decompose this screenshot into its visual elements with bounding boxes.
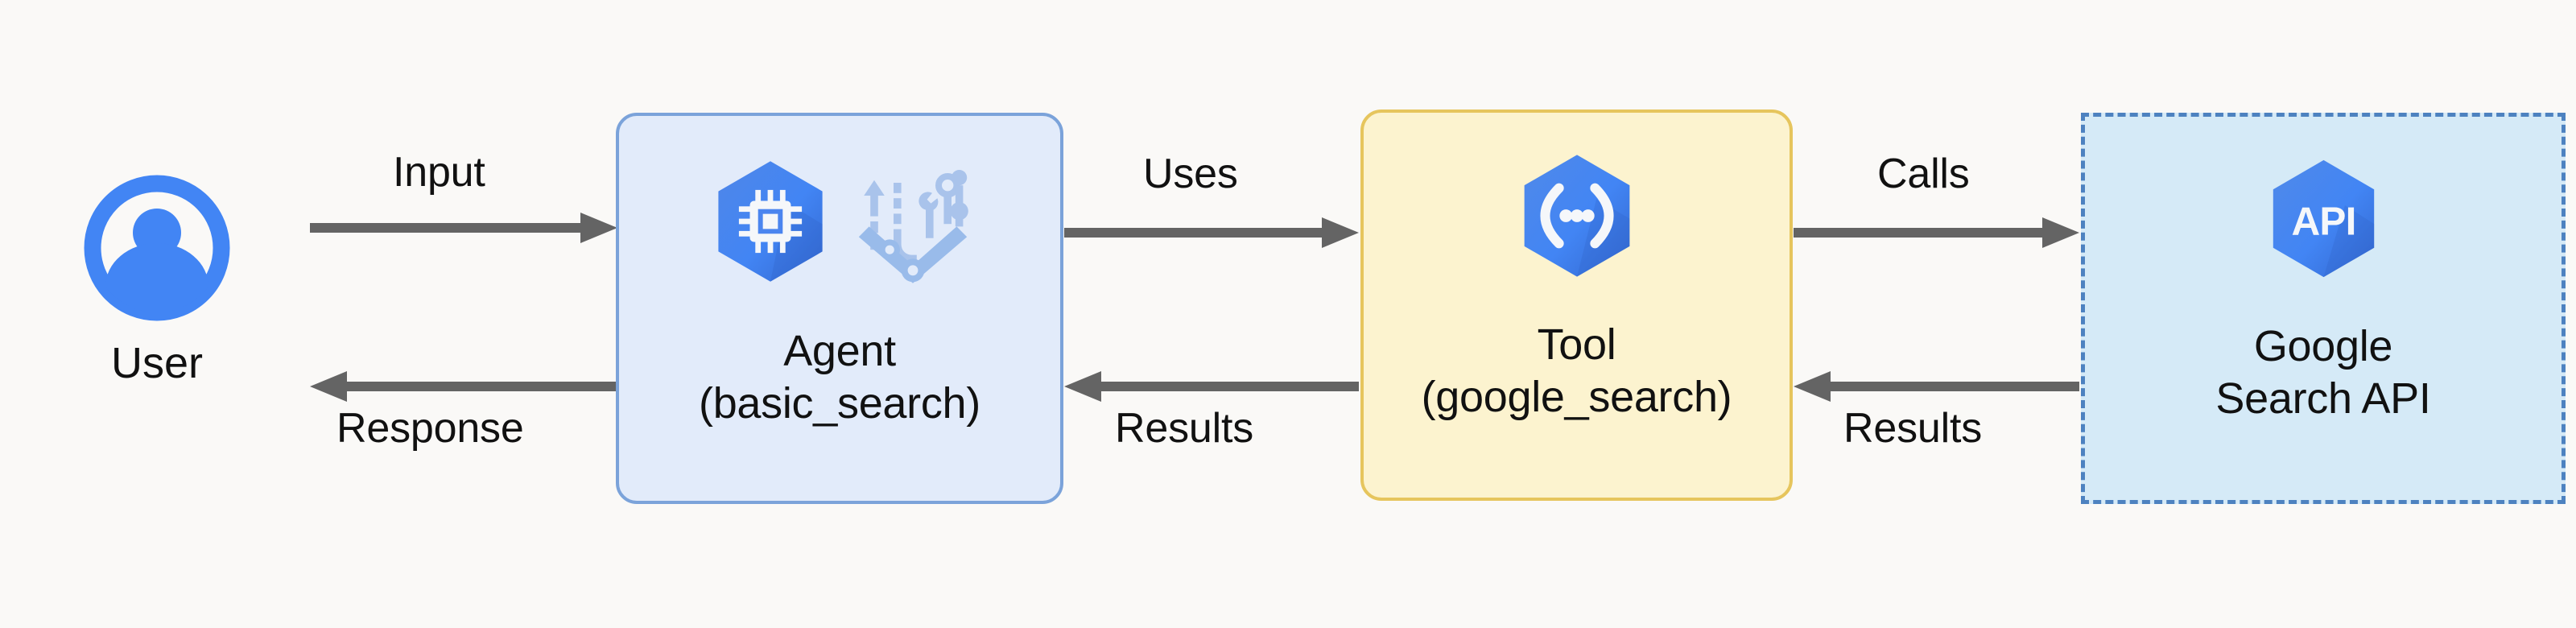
edge-label-uses: Uses [1143, 151, 1238, 197]
edge-label-results-tool: Results [1115, 405, 1253, 452]
node-agent[interactable]: Agent (basic_search) [616, 113, 1063, 504]
cpu-chip-hexagon-icon [702, 153, 839, 294]
api-icon-text: API [2291, 199, 2355, 243]
edge-agent-to-user [310, 371, 617, 402]
api-icon-row: API [2085, 152, 2562, 289]
node-tool[interactable]: Tool (google_search) [1360, 109, 1793, 501]
node-google-search-api[interactable]: API Google Search API [2081, 113, 2566, 504]
edge-line [1064, 228, 1327, 238]
edge-label-calls: Calls [1877, 151, 1970, 197]
edge-agent-to-tool [1064, 217, 1359, 248]
arrowhead-right-icon [1322, 217, 1359, 248]
edge-line [1794, 228, 2047, 238]
api-subtitle: Search API [2215, 374, 2431, 423]
edge-line [1826, 382, 2079, 391]
node-user[interactable]: User [48, 173, 274, 503]
tool-subtitle: (google_search) [1421, 373, 1732, 421]
edge-line [1096, 382, 1359, 391]
arrowhead-left-icon [310, 371, 347, 402]
edge-user-to-agent [310, 213, 617, 243]
code-braces-hexagon-icon [1508, 147, 1646, 289]
arrowhead-left-icon [1064, 371, 1101, 402]
user-avatar-icon [82, 173, 232, 323]
api-title: Google [2253, 322, 2393, 370]
user-label: User [110, 339, 203, 387]
workflow-pipeline-icon [848, 157, 977, 290]
edge-tool-to-agent [1064, 371, 1359, 402]
arrowhead-right-icon [2042, 217, 2079, 248]
agent-title: Agent [783, 327, 896, 375]
edge-line [342, 382, 617, 391]
edge-api-to-tool [1794, 371, 2079, 402]
edge-tool-to-api [1794, 217, 2079, 248]
api-hexagon-icon: API [2257, 152, 2390, 289]
tool-icon-row [1364, 147, 1790, 289]
edge-label-response: Response [336, 405, 524, 452]
edge-label-input: Input [393, 149, 485, 196]
tool-title: Tool [1537, 320, 1616, 369]
edge-label-results-api: Results [1843, 405, 1982, 452]
edge-line [310, 223, 585, 233]
arrowhead-left-icon [1794, 371, 1831, 402]
agent-icon-row [619, 153, 1060, 294]
arrowhead-right-icon [580, 213, 617, 243]
agent-subtitle: (basic_search) [699, 379, 980, 428]
